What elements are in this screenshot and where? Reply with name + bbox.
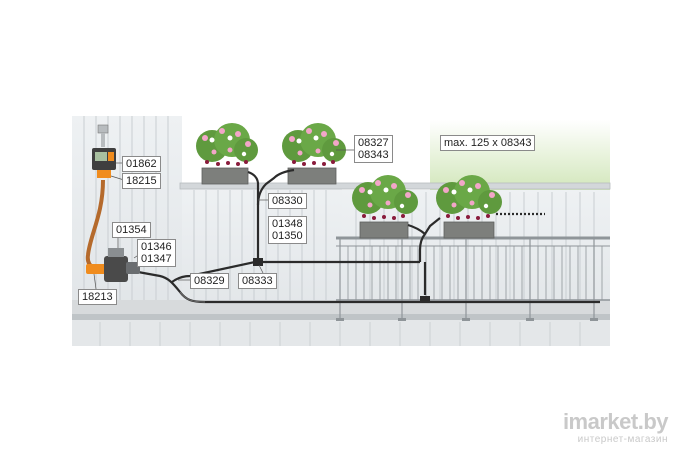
tee-connector-2 — [420, 296, 430, 303]
label-01862: 01862 — [122, 156, 161, 172]
watermark-tagline: интернет-магазин — [577, 434, 668, 445]
label-18213: 18213 — [78, 289, 117, 305]
label-01346: 01346 — [141, 241, 172, 253]
label-18215: 18215 — [122, 173, 161, 189]
tee-connector-1 — [253, 258, 263, 266]
label-01350: 01350 — [272, 230, 303, 242]
label-01347: 01347 — [141, 253, 172, 265]
planter-2 — [282, 123, 346, 185]
pressure-reducer — [86, 248, 140, 282]
label-08330: 08330 — [268, 193, 307, 209]
main-hose — [137, 168, 600, 304]
label-01348: 01348 — [272, 218, 303, 230]
label-08327-08343: 08327 08343 — [354, 135, 393, 163]
planter-3 — [352, 175, 418, 239]
leader-lines — [93, 149, 355, 290]
planter-4 — [436, 175, 502, 239]
label-08329: 08329 — [190, 273, 229, 289]
label-08343: 08343 — [358, 149, 389, 161]
label-max-08343: max. 125 x 08343 — [440, 135, 536, 151]
label-01354: 01354 — [112, 222, 151, 238]
terrace-floor — [72, 300, 610, 346]
watermark-brand: imarket.by — [562, 409, 669, 434]
label-08327: 08327 — [358, 137, 389, 149]
water-timer — [92, 124, 116, 178]
label-08333: 08333 — [238, 273, 277, 289]
label-01346-01347: 01346 01347 — [137, 239, 176, 267]
planter-1 — [196, 123, 258, 185]
watermark: imarket.by интернет-магазин — [548, 409, 669, 446]
label-01348-01350: 01348 01350 — [268, 216, 307, 244]
